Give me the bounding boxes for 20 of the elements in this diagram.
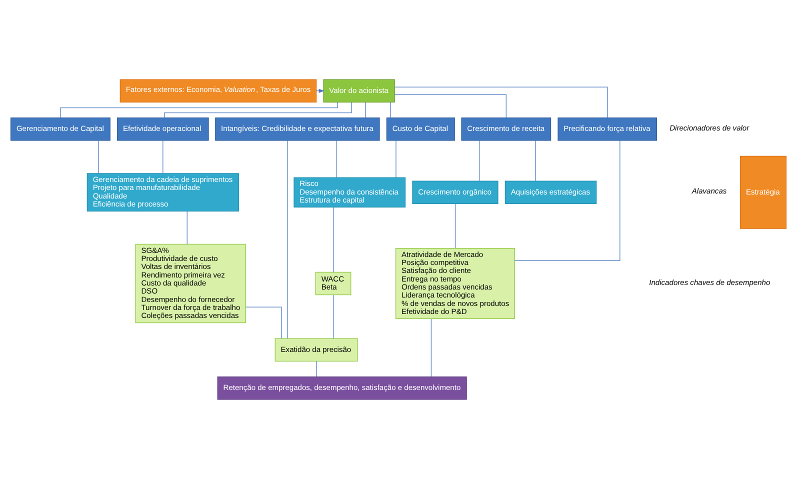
connector xyxy=(186,210,188,244)
connector xyxy=(454,202,456,248)
connector xyxy=(390,102,391,118)
connector xyxy=(365,102,366,118)
connector xyxy=(164,102,352,118)
connector xyxy=(245,306,282,338)
connector xyxy=(479,140,480,181)
connector xyxy=(60,101,338,118)
connector xyxy=(336,140,338,178)
connector xyxy=(535,140,536,181)
connector xyxy=(332,206,334,272)
connector xyxy=(316,360,317,376)
connector xyxy=(332,294,334,338)
connector xyxy=(394,94,506,118)
connector xyxy=(514,140,620,260)
connector xyxy=(162,140,164,174)
connector xyxy=(98,140,99,174)
connector xyxy=(430,318,432,377)
connector xyxy=(394,86,608,118)
connector xyxy=(287,140,288,338)
